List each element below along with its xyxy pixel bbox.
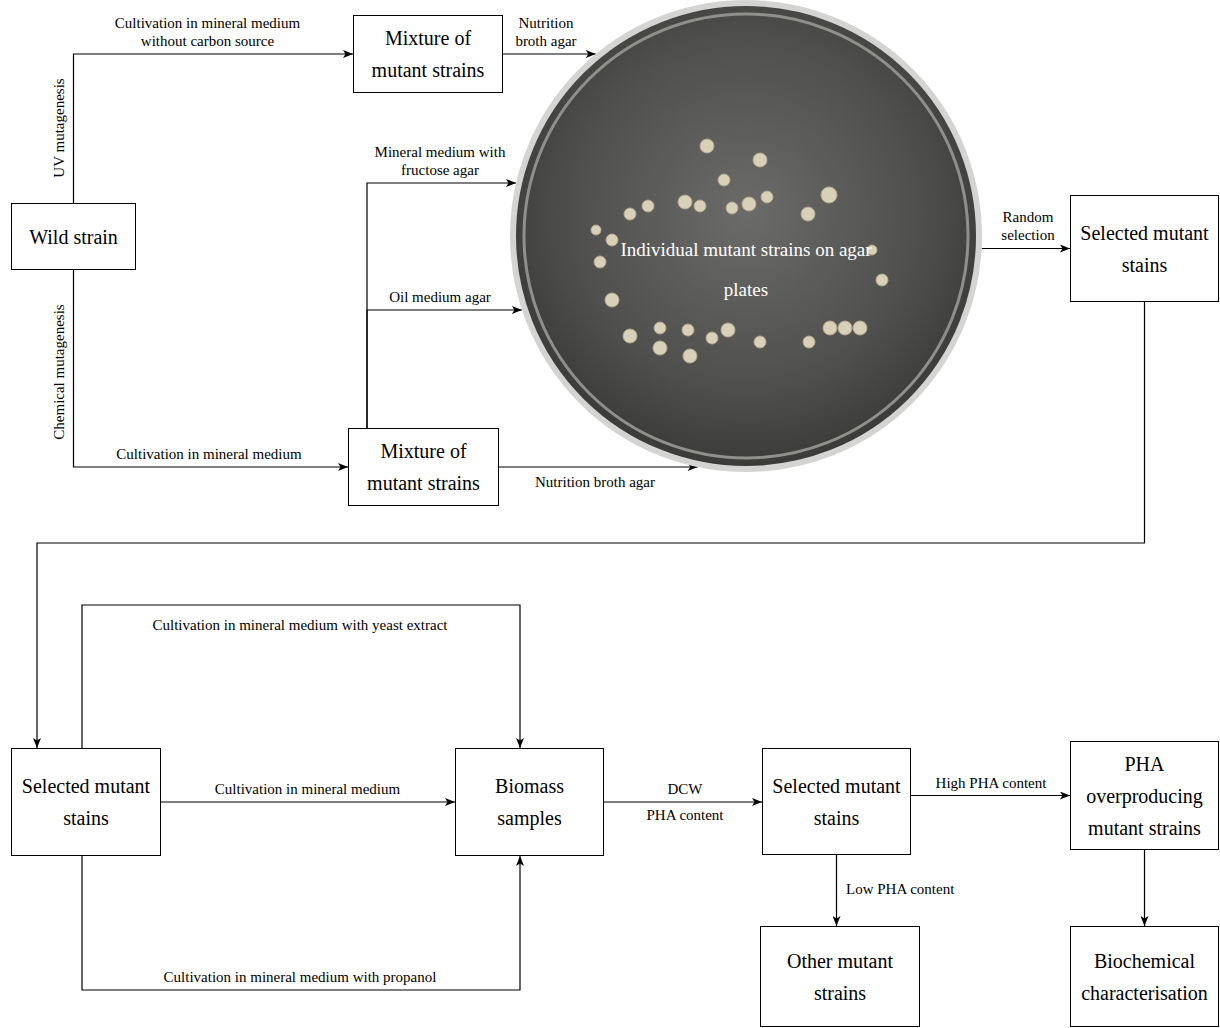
connector-arrow bbox=[74, 54, 354, 203]
process-box: Mixture of mutant strains bbox=[353, 15, 503, 93]
connector-arrow bbox=[982, 248, 1070, 249]
connector-arrow bbox=[836, 855, 837, 926]
box-label: Mixture of mutant strains bbox=[362, 22, 494, 86]
edge-label: Cultivation in mineral medium bbox=[170, 780, 445, 798]
edge-label: Cultivation in mineral medium with propa… bbox=[100, 968, 500, 986]
box-label: Wild strain bbox=[20, 221, 127, 253]
box-label: PHA overproducing mutant strains bbox=[1079, 748, 1210, 844]
process-box: Mixture of mutant strains bbox=[348, 428, 499, 506]
edge-label: Cultivation in mineral medium with yeast… bbox=[100, 616, 500, 634]
step-label: UV mutagenesis bbox=[49, 78, 67, 177]
petri-dish: Individual mutant strains on agar plates bbox=[510, 0, 982, 472]
step-label: Chemical mutagenesis bbox=[49, 304, 67, 439]
process-box: Wild strain bbox=[11, 203, 136, 270]
connector-arrow bbox=[367, 310, 522, 428]
box-label: Selected mutant stains bbox=[1079, 217, 1210, 281]
connector-arrow bbox=[82, 605, 520, 748]
process-box: Selected mutant stains bbox=[1070, 195, 1219, 302]
connector-arrow bbox=[161, 801, 455, 802]
edge-label: Nutrition broth agar bbox=[507, 14, 585, 50]
connector-arrow bbox=[911, 795, 1070, 796]
box-label: Biochemical characterisation bbox=[1079, 945, 1210, 1009]
connector-arrow bbox=[82, 856, 520, 990]
process-box: Selected mutant stains bbox=[11, 748, 161, 856]
dish-label: Individual mutant strains on agar plates bbox=[616, 230, 876, 310]
edge-label: High PHA content bbox=[916, 774, 1066, 792]
process-box: Selected mutant stains bbox=[762, 748, 911, 855]
edge-note: PHA content bbox=[615, 806, 755, 824]
box-label: Selected mutant stains bbox=[771, 770, 902, 834]
edge-label: Low PHA content bbox=[846, 880, 996, 898]
connector-arrow bbox=[499, 466, 698, 467]
connector-arrow bbox=[367, 183, 516, 428]
process-box: Other mutant strains bbox=[760, 926, 920, 1027]
edge-label: Cultivation in mineral medium without ca… bbox=[100, 14, 315, 50]
connector-arrow bbox=[1144, 850, 1145, 926]
box-label: Other mutant strains bbox=[769, 945, 911, 1009]
box-label: Biomass samples bbox=[464, 770, 595, 834]
process-box: Biochemical characterisation bbox=[1070, 926, 1219, 1027]
connector-arrow bbox=[604, 801, 762, 802]
process-box: Biomass samples bbox=[455, 748, 604, 856]
process-box: PHA overproducing mutant strains bbox=[1070, 741, 1219, 850]
edge-label: Random selection bbox=[990, 208, 1066, 244]
connector-arrow bbox=[74, 270, 349, 467]
edge-label: Cultivation in mineral medium bbox=[84, 445, 334, 463]
connector-arrow bbox=[503, 53, 596, 54]
edge-label: Mineral medium with fructose agar bbox=[372, 143, 508, 179]
edge-label: DCW bbox=[615, 780, 755, 798]
edge-label: Nutrition broth agar bbox=[510, 473, 680, 491]
petri-dish-picture bbox=[510, 0, 982, 472]
box-label: Mixture of mutant strains bbox=[357, 435, 490, 499]
edge-label: Oil medium agar bbox=[372, 288, 508, 306]
box-label: Selected mutant stains bbox=[20, 770, 152, 834]
